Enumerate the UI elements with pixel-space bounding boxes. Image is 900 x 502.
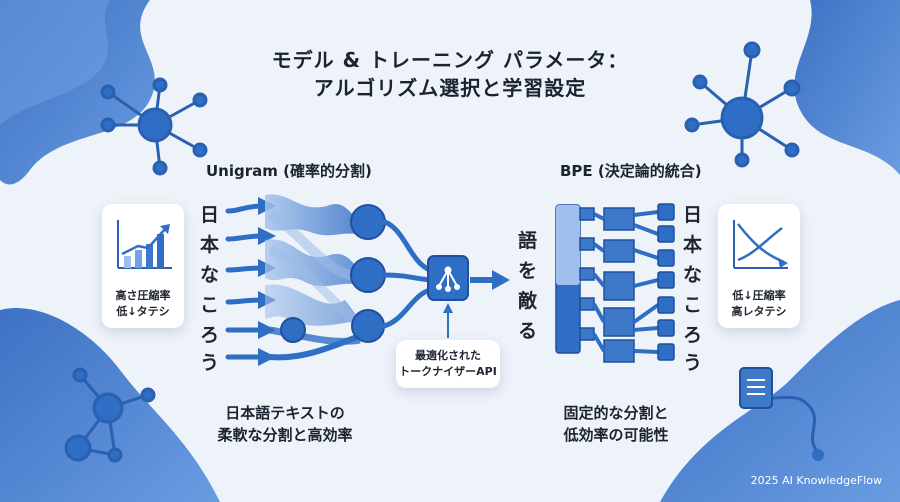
bpe-input-chars: 語 を 敵 る [518, 226, 537, 346]
footer-credit: 2025 AI KnowledgeFlow [750, 474, 882, 487]
card-left-line-1: 高さ圧縮率 [115, 289, 171, 302]
card-right-line-1: 低↓圧縮率 [732, 289, 786, 302]
bpe-heading: BPE (決定論的統合) [560, 162, 702, 180]
char: 日 [683, 204, 703, 226]
unigram-input-chars: 日 本 な こ ろ う [200, 200, 219, 376]
blob-bottom-right [660, 300, 900, 502]
unigram-heading: Unigram (確率的分割) [206, 162, 372, 180]
char: を [518, 260, 538, 282]
tokenizer-api-card: 最適化された トークナイザーAPI [396, 340, 500, 388]
compression-card-right: 低↓圧縮率 高レタテシ [718, 204, 800, 328]
network-icon-top-right [684, 41, 801, 168]
curve-down-icon [733, 220, 788, 269]
char: る [518, 320, 538, 342]
api-line-1: 最適化された [415, 349, 481, 362]
compression-card-left: 高さ圧縮率 低↓タテシ [102, 204, 184, 328]
char: 本 [683, 234, 703, 256]
unigram-caption-line-2: 柔軟な分割と高効率 [217, 426, 353, 444]
bpe-block-diagram [555, 203, 675, 363]
char: ろ [200, 324, 220, 346]
bpe-caption-line-1: 固定的な分割と [563, 404, 669, 422]
char: こ [683, 294, 703, 316]
title-line-2: アルゴリズム選択と学習設定 [313, 76, 587, 100]
api-line-2: トークナイザーAPI [399, 365, 497, 378]
bpe-output-chars: 日 本 な こ ろ う [683, 200, 702, 376]
bar-chart-up-icon [117, 220, 172, 269]
char: う [683, 352, 703, 374]
char: 語 [518, 230, 538, 252]
blob-top-left-light [0, 0, 110, 125]
char: 日 [200, 204, 220, 226]
char: な [200, 264, 220, 286]
bpe-caption: 固定的な分割と 低効率の可能性 [516, 402, 716, 446]
char: こ [200, 294, 220, 316]
char: 敵 [518, 290, 538, 312]
blob-top-right [794, 0, 900, 175]
network-node-icon [427, 255, 510, 338]
network-icon-top-left [100, 77, 208, 176]
unigram-caption-line-1: 日本語テキストの [225, 404, 345, 422]
char: ろ [683, 324, 703, 346]
card-left-line-2: 低↓タテシ [116, 305, 170, 318]
unigram-flow [225, 194, 433, 366]
bpe-caption-line-2: 低効率の可能性 [563, 426, 669, 444]
network-icon-bottom-left [64, 367, 156, 463]
unigram-caption: 日本語テキストの 柔軟な分割と高効率 [185, 402, 385, 446]
card-right-line-2: 高レタテシ [731, 305, 787, 318]
char: う [200, 352, 220, 374]
document-icon [739, 367, 824, 461]
char: 本 [200, 234, 220, 256]
title-line-1: モデル & トレーニング パラメータ： [271, 48, 629, 72]
char: な [683, 264, 703, 286]
